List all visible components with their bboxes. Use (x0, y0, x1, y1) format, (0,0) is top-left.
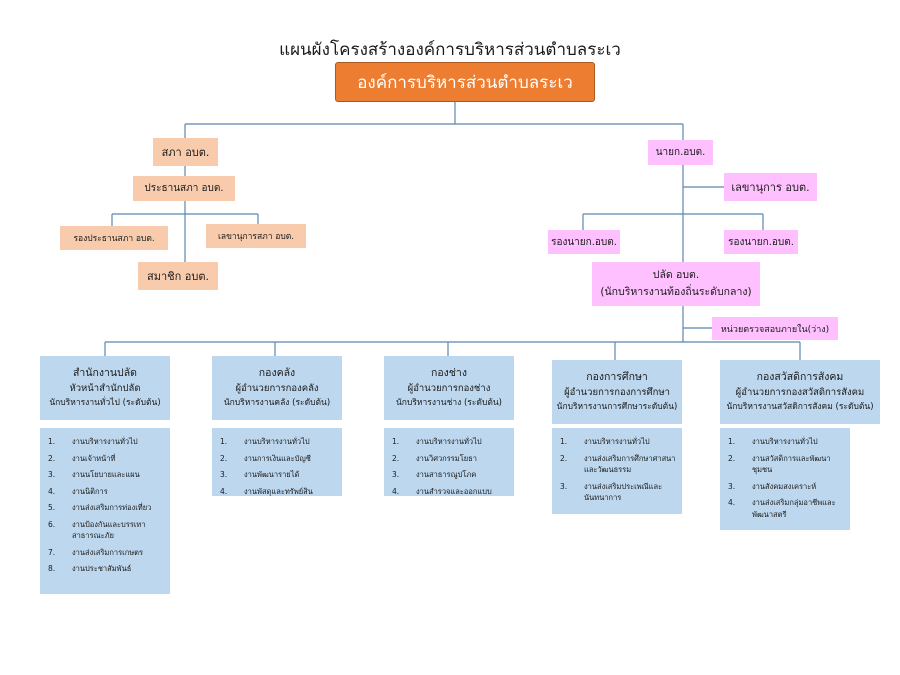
list-item: 4.งานพัสดุและทรัพย์สิน (220, 486, 313, 496)
list-item: 8.งานประชาสัมพันธ์ (48, 564, 132, 573)
deputy-mayor-right-box: รองนายก.อบต. (724, 230, 798, 254)
list-item: 3.งานนโยบายและแผน (48, 470, 140, 479)
dept-director: ผู้อำนวยการกองการศึกษา (564, 386, 670, 398)
dept-engineering-header: กองช่าง ผู้อำนวยการกองช่าง นักบริหารงานช… (384, 356, 514, 420)
list-item: 4.งานนิติการ (48, 486, 108, 496)
list-item: 7.งานส่งเสริมการเกษตร (48, 547, 144, 557)
list-item: 2.งานส่งเสริมการศึกษาศาสนาและวัฒนธรรม (560, 453, 676, 475)
dept-level: นักบริหารงานสวัสดิการสังคม (ระดับต้น) (726, 401, 874, 412)
dept-director: หัวหน้าสำนักปลัด (69, 382, 141, 394)
list-item: 1.งานบริหารงานทั่วไป (560, 437, 650, 446)
palad-box: ปลัด อบต. (นักบริหารงานท้องถิ่นระดับกลาง… (592, 262, 760, 306)
dept-finance-tasks: 1.งานบริหารงานทั่วไป 2.งานการเงินและบัญช… (212, 428, 342, 496)
mayor-secretary-box: เลขานุการ อบต. (724, 173, 817, 201)
internal-audit-box: หน่วยตรวจสอบภายใน(ว่าง) (712, 317, 838, 340)
list-item: 3.งานส่งเสริมประเพณีและนันทนาการ (560, 481, 663, 503)
list-item: 1.งานบริหารงานทั่วไป (220, 437, 310, 446)
list-item: 1.งานบริหารงานทั่วไป (48, 437, 138, 446)
list-item: 6.งานป้องกันและบรรเทาสาธารณะภัย (48, 519, 146, 541)
council-chair-box: ประธานสภา อบต. (133, 176, 235, 201)
dept-name: กองช่าง (431, 366, 467, 379)
dept-name: สำนักงานปลัด (73, 366, 137, 379)
dept-level: นักบริหารงานการศึกษาระดับต้น) (556, 401, 678, 412)
deputy-mayor-left-box: รองนายก.อบต. (548, 230, 620, 254)
council-box: สภา อบต. (153, 138, 218, 166)
dept-level: นักบริหารงานทั่วไป (ระดับต้น) (49, 397, 161, 408)
council-secretary-box: เลขานุการสภา อบต. (206, 224, 306, 248)
list-item: 2.งานการเงินและบัญชี (220, 453, 311, 463)
council-vice-chair-box: รองประธานสภา อบต. (60, 226, 168, 250)
palad-title: ปลัด อบต. (652, 269, 700, 281)
dept-finance-header: กองคลัง ผู้อำนวยการกองคลัง นักบริหารงานค… (212, 356, 342, 420)
dept-level: นักบริหารงานคลัง (ระดับต้น) (223, 397, 331, 408)
page-title: แผนผังโครงสร้างองค์การบริหารส่วนตำบลระเว (279, 40, 621, 60)
council-members-box: สมาชิก อบต. (138, 262, 218, 290)
list-item: 4.งานส่งเสริมกลุ่มอาชีพและพัฒนาสตรี (728, 498, 836, 519)
palad-level: (นักบริหารงานท้องถิ่นระดับกลาง) (600, 286, 752, 298)
dept-social-welfare-tasks: 1.งานบริหารงานทั่วไป 2.งานสวัสดิการและพั… (720, 428, 850, 530)
dept-name: กองสวัสดิการสังคม (756, 370, 844, 383)
list-item: 3.งานพัฒนารายได้ (220, 470, 300, 479)
dept-engineering-tasks: 1.งานบริหารงานทั่วไป 2.งานวิศวกรรมโยธา 3… (384, 428, 514, 496)
dept-social-welfare-header: กองสวัสดิการสังคม ผู้อำนวยการกองสวัสดิกา… (720, 360, 880, 424)
list-item: 2.งานวิศวกรรมโยธา (392, 453, 477, 463)
dept-director: ผู้อำนวยการกองสวัสดิการสังคม (735, 386, 865, 398)
list-item: 3.งานสังคมสงเคราะห์ (728, 481, 817, 491)
dept-education-tasks: 1.งานบริหารงานทั่วไป 2.งานส่งเสริมการศึก… (552, 428, 682, 514)
list-item: 3.งานสาธารณูปโภค (392, 470, 477, 479)
dept-office-header: สำนักงานปลัด หัวหน้าสำนักปลัด นักบริหารง… (40, 356, 170, 420)
list-item: 4.งานสำรวจและออกแบบ (392, 486, 492, 496)
list-item: 5.งานส่งเสริมการท่องเที่ยว (48, 503, 152, 512)
list-item: 1.งานบริหารงานทั่วไป (728, 437, 818, 446)
dept-name: กองการศึกษา (586, 370, 648, 383)
mayor-box: นายก.อบต. (648, 140, 713, 165)
root-organization-box: องค์การบริหารส่วนตำบลระเว (335, 62, 595, 102)
dept-education-header: กองการศึกษา ผู้อำนวยการกองการศึกษา นักบร… (552, 360, 682, 424)
list-item: 2.งานสวัสดิการและพัฒนาชุมชน (728, 453, 831, 475)
dept-director: ผู้อำนวยการกองคลัง (235, 382, 319, 394)
dept-director: ผู้อำนวยการกองช่าง (407, 382, 491, 394)
dept-level: นักบริหารงานช่าง (ระดับต้น) (396, 397, 502, 408)
list-item: 1.งานบริหารงานทั่วไป (392, 437, 482, 446)
list-item: 2.งานเจ้าหน้าที่ (48, 453, 116, 463)
dept-name: กองคลัง (258, 366, 296, 379)
dept-office-tasks: 1.งานบริหารงานทั่วไป 2.งานเจ้าหน้าที่ 3.… (40, 428, 170, 594)
